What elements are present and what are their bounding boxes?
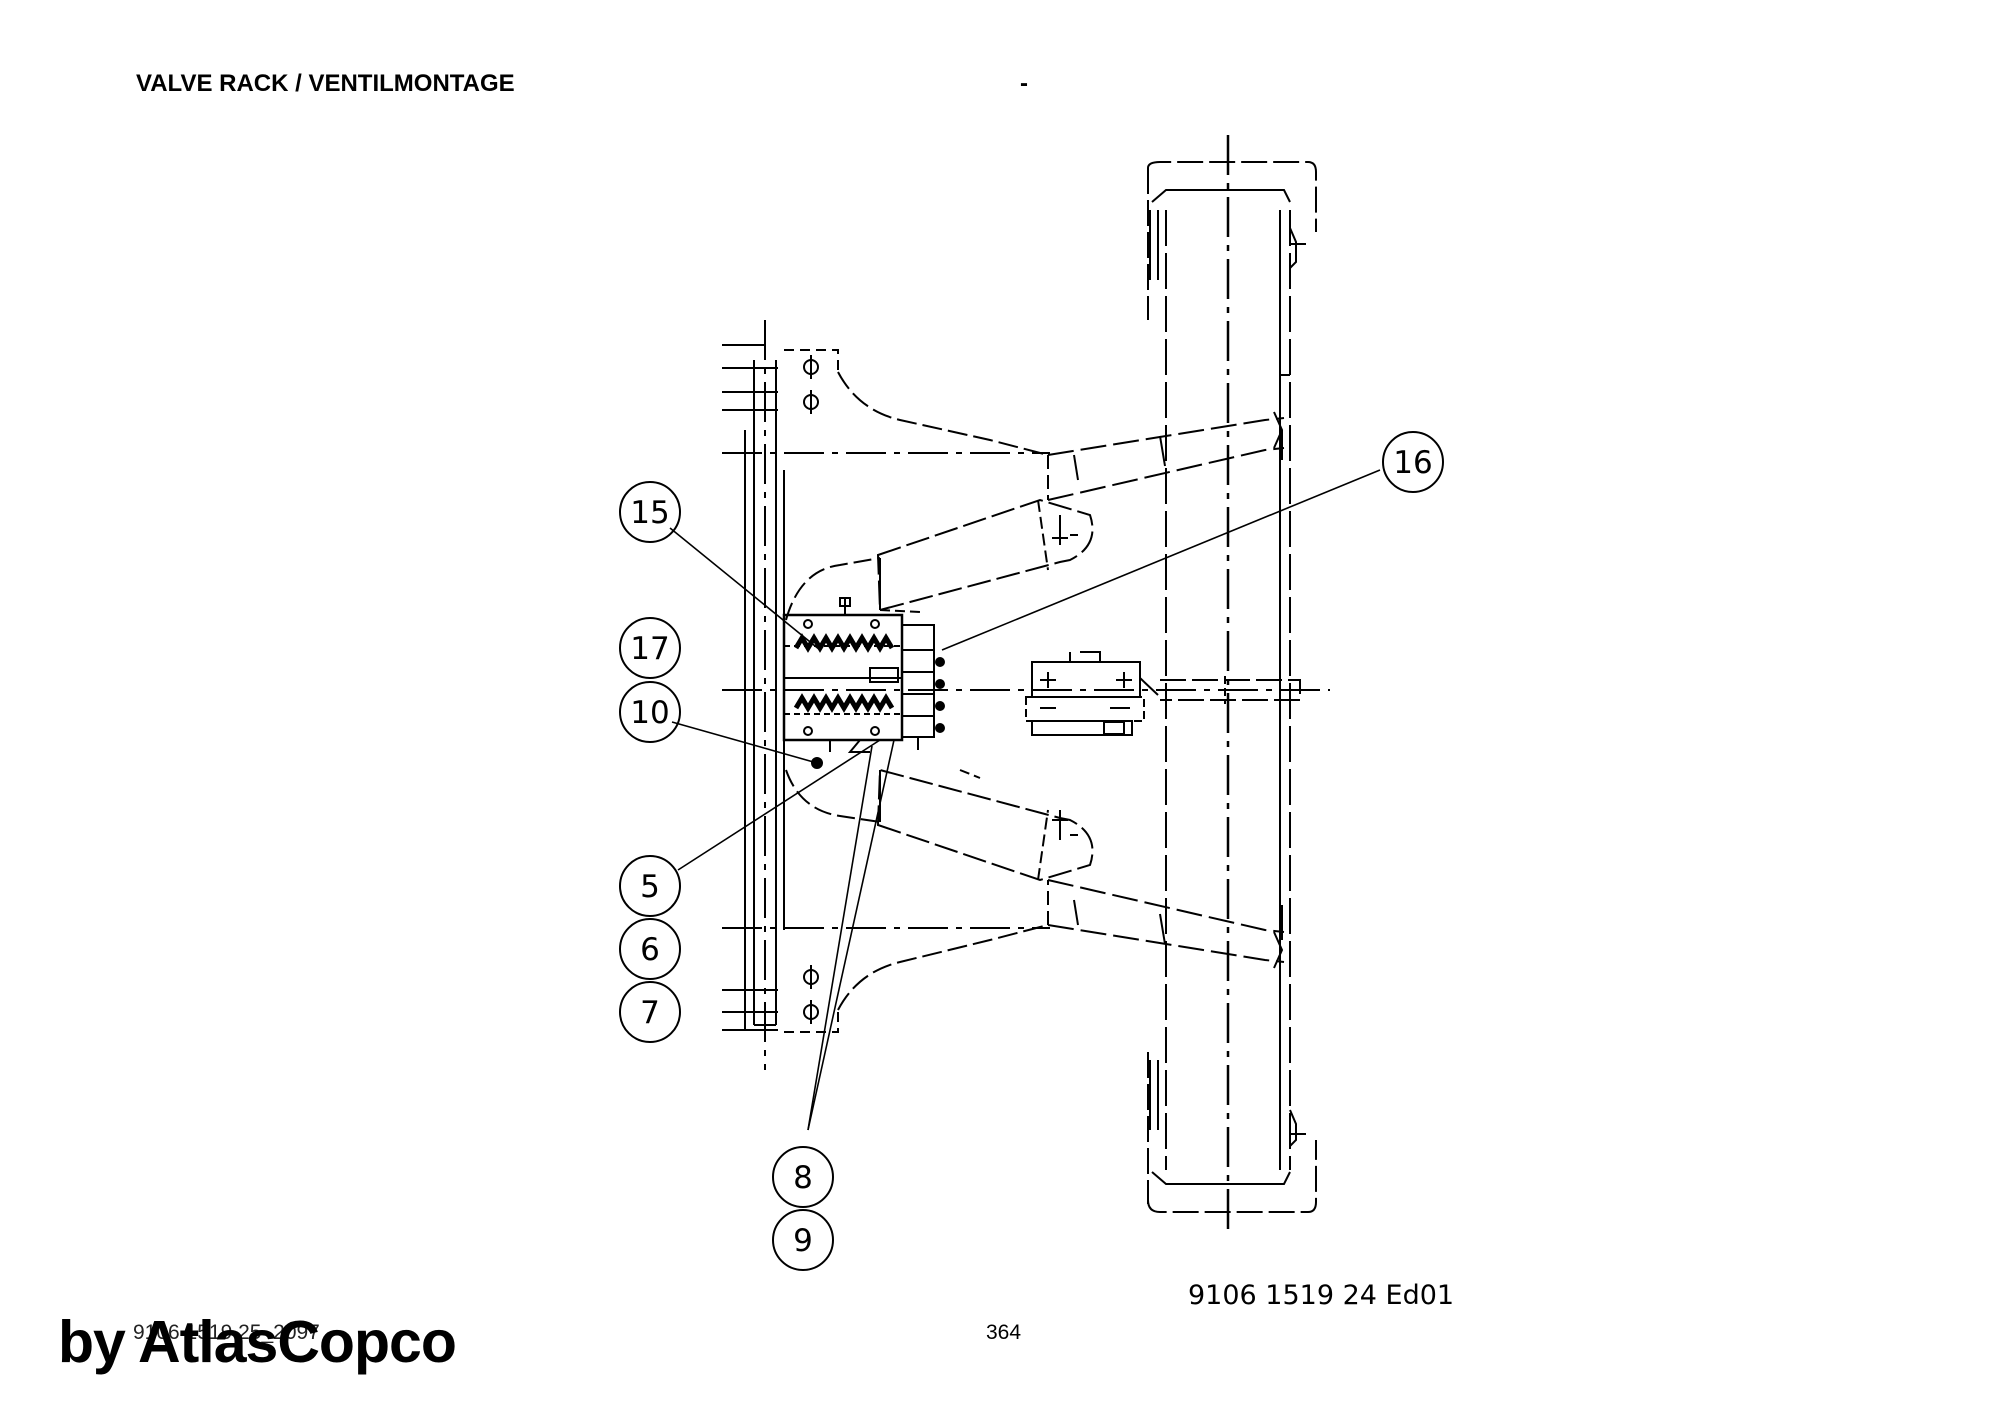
- header-dash: -: [1020, 70, 1028, 97]
- svg-text:10: 10: [630, 695, 669, 731]
- upper-cross-member: [722, 371, 1285, 501]
- callout-10: 10: [619, 681, 681, 743]
- svg-text:7: 7: [640, 995, 660, 1031]
- svg-text:15: 15: [630, 495, 669, 531]
- svg-text:17: 17: [630, 631, 669, 667]
- document-reference: 9106 1519 25_2097: [133, 1321, 320, 1344]
- lower-cylinder: [785, 768, 1094, 882]
- callout-5: 5: [619, 855, 681, 917]
- frame-beam: [1147, 135, 1317, 1235]
- upper-cylinder: [785, 498, 1094, 621]
- page-title: VALVE RACK / VENTILMONTAGE: [136, 70, 515, 97]
- left-channel: [722, 320, 839, 1070]
- svg-text:6: 6: [640, 932, 660, 968]
- svg-text:5: 5: [640, 869, 660, 905]
- callout-16: 16: [1382, 431, 1444, 493]
- leader-lines: [669, 469, 1381, 1131]
- callout-17: 17: [619, 617, 681, 679]
- svg-text:8: 8: [793, 1160, 813, 1196]
- drawing-number: 9106 1519 24 Ed01: [1188, 1280, 1455, 1311]
- page-number: 364: [986, 1321, 1022, 1344]
- svg-text:16: 16: [1393, 445, 1432, 481]
- callout-6: 6: [619, 918, 681, 980]
- valve-block: [782, 597, 945, 753]
- lower-cross-member: [722, 879, 1285, 1011]
- brand-watermark: by AtlasCopco: [58, 1309, 457, 1375]
- svg-text:9: 9: [793, 1223, 813, 1259]
- callout-7: 7: [619, 981, 681, 1043]
- callout-9: 9: [772, 1209, 834, 1271]
- pilot-valve-unit: [1025, 651, 1159, 736]
- callout-8: 8: [772, 1146, 834, 1208]
- callout-15: 15: [619, 481, 681, 543]
